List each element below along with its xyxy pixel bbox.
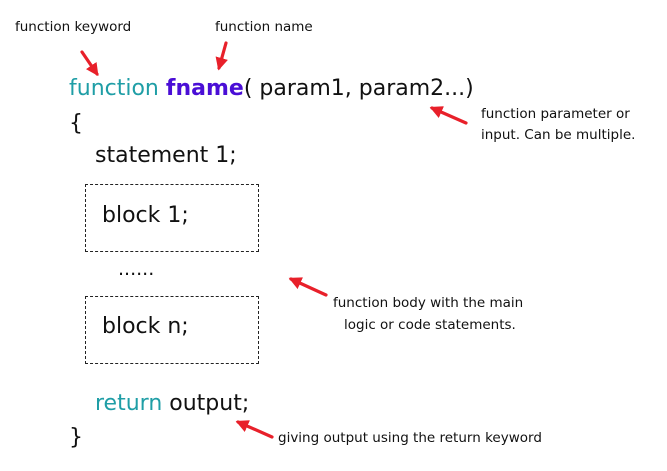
function-signature: function fname( param1, param2...)	[69, 78, 474, 100]
function-parameter-label-line2: input. Can be multiple.	[481, 127, 636, 143]
function-body-label-line1: function body with the main	[333, 295, 524, 311]
arrow-to-function-name	[215, 41, 228, 71]
block-n-text: block n;	[102, 314, 189, 339]
function-body-label-line2: logic or code statements.	[344, 317, 516, 333]
function-name: fname	[165, 76, 244, 101]
ellipsis-dots: ......	[118, 258, 155, 280]
arrow-to-function-keyword	[80, 50, 99, 77]
open-brace: {	[69, 111, 83, 136]
close-brace: }	[69, 425, 83, 450]
return-statement: return output;	[95, 393, 249, 415]
arrow-to-return	[235, 420, 274, 439]
block-1-box	[85, 184, 259, 252]
return-keyword-label: giving output using the return keyword	[278, 430, 542, 446]
arrow-to-parameters	[429, 106, 468, 125]
function-parameter-label-line1: function parameter or	[481, 106, 630, 122]
function-params: ( param1, param2...)	[243, 76, 474, 101]
block-1-text: block 1;	[102, 203, 189, 228]
arrow-to-function-body	[288, 277, 328, 297]
block-n-box	[85, 296, 259, 364]
function-keyword-label: function keyword	[15, 19, 132, 35]
return-output: output;	[162, 391, 250, 416]
statement-line: statement 1;	[95, 143, 237, 168]
function-name-label: function name	[215, 19, 313, 35]
function-keyword: function	[69, 76, 159, 101]
return-keyword: return	[95, 391, 163, 416]
